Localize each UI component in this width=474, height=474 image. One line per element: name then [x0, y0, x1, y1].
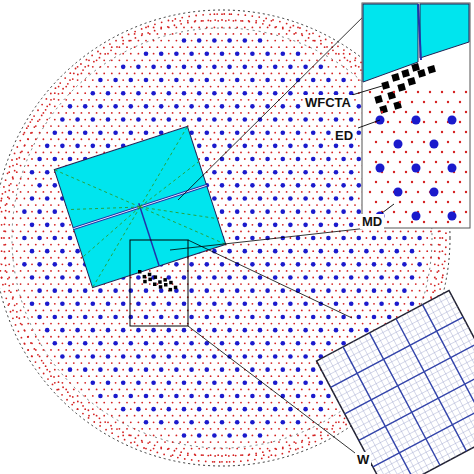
zoom-frame: [130, 240, 188, 326]
detail-inset: [362, 3, 470, 228]
detector-label: WFCTA: [303, 95, 353, 110]
wfcta-telescopes: [138, 270, 177, 291]
water-pond: [54, 126, 225, 287]
detector-label: W: [355, 452, 371, 467]
leader-lines: [352, 86, 394, 213]
detector-label: ED: [333, 128, 355, 143]
detector-label: MD: [360, 214, 384, 229]
cell-grid: [317, 291, 474, 474]
